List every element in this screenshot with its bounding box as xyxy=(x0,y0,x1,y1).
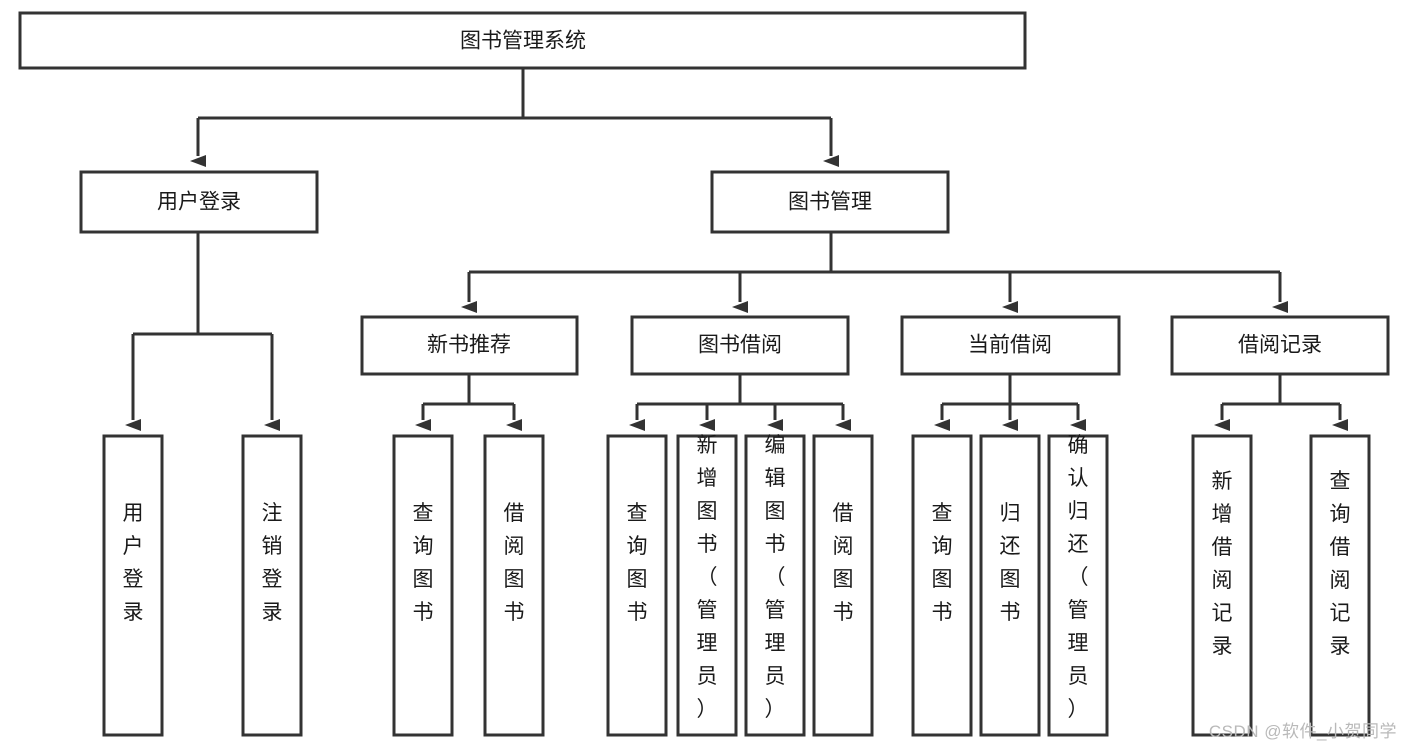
node-current-borrow[interactable]: 当前借阅 xyxy=(900,315,1121,376)
node-leaf-current-borrow-0-box[interactable] xyxy=(911,434,973,737)
node-leaf-book-borrow-1-box[interactable] xyxy=(676,434,738,737)
node-leaf-book-borrow-1[interactable]: 新增图书（管理员） xyxy=(676,434,738,737)
node-leaf-new-book-1-label: 借阅图书 xyxy=(504,502,525,624)
node-leaf-current-borrow-2[interactable]: 确认归还（管理员） xyxy=(1047,434,1109,737)
node-leaf-user-login-1-box[interactable] xyxy=(241,434,303,737)
node-leaf-book-borrow-2-label: 编辑图书（管理员） xyxy=(765,434,786,721)
node-leaf-current-borrow-1-box[interactable] xyxy=(979,434,1041,737)
node-leaf-borrow-record-1-box[interactable] xyxy=(1309,434,1371,737)
node-root-box[interactable] xyxy=(18,11,1027,70)
node-current-borrow-box[interactable] xyxy=(900,315,1121,376)
node-book-borrow-box[interactable] xyxy=(630,315,850,376)
node-leaf-current-borrow-0-label: 查询图书 xyxy=(932,502,953,624)
node-root-label: 图书管理系统 xyxy=(460,30,586,53)
node-leaf-current-borrow-2-label: 确认归还（管理员） xyxy=(1068,434,1089,721)
node-leaf-book-borrow-3-box[interactable] xyxy=(812,434,874,737)
node-leaf-user-login-0-box[interactable] xyxy=(102,434,164,737)
node-book-management-box[interactable] xyxy=(710,170,950,234)
node-leaf-book-borrow-3-label: 借阅图书 xyxy=(833,502,854,624)
node-leaf-borrow-record-0[interactable]: 新增借阅记录 xyxy=(1191,434,1253,737)
node-borrow-record-box[interactable] xyxy=(1170,315,1390,376)
node-leaf-book-borrow-2-box[interactable] xyxy=(744,434,806,737)
node-current-borrow-label: 当前借阅 xyxy=(968,334,1052,357)
node-book-management[interactable]: 图书管理 xyxy=(710,170,950,234)
edge-group-book-mgmt xyxy=(461,232,1288,313)
node-leaf-borrow-record-0-box[interactable] xyxy=(1191,434,1253,737)
node-leaf-new-book-1-box[interactable] xyxy=(483,434,545,737)
node-leaf-current-borrow-1-label: 归还图书 xyxy=(1000,502,1021,624)
node-user-login[interactable]: 用户登录 xyxy=(79,170,319,234)
node-leaf-current-borrow-2-box[interactable] xyxy=(1047,434,1109,737)
edge-group-borrow-record xyxy=(1214,374,1348,431)
node-borrow-record[interactable]: 借阅记录 xyxy=(1170,315,1390,376)
node-user-login-label: 用户登录 xyxy=(157,191,241,214)
node-leaf-user-login-1[interactable]: 注销登录 xyxy=(241,434,303,737)
node-leaf-book-borrow-3[interactable]: 借阅图书 xyxy=(812,434,874,737)
edge-group-book-borrow xyxy=(629,374,851,431)
node-new-book-recommend-label: 新书推荐 xyxy=(427,334,511,357)
node-root[interactable]: 图书管理系统 xyxy=(18,11,1027,70)
node-leaf-borrow-record-1[interactable]: 查询借阅记录 xyxy=(1309,434,1371,737)
node-leaf-borrow-record-0-label: 新增借阅记录 xyxy=(1212,470,1233,658)
node-leaf-new-book-0-box[interactable] xyxy=(392,434,454,737)
node-new-book-recommend-box[interactable] xyxy=(360,315,579,376)
node-leaf-borrow-record-1-label: 查询借阅记录 xyxy=(1330,470,1351,658)
node-user-login-box[interactable] xyxy=(79,170,319,234)
node-leaf-user-login-1-label: 注销登录 xyxy=(262,502,283,624)
node-new-book-recommend[interactable]: 新书推荐 xyxy=(360,315,579,376)
edge-group-new-book xyxy=(415,374,522,431)
node-leaf-user-login-0-label: 用户登录 xyxy=(123,502,144,624)
node-leaf-new-book-1[interactable]: 借阅图书 xyxy=(483,434,545,737)
node-leaf-book-borrow-1-label: 新增图书（管理员） xyxy=(697,434,718,721)
node-leaf-current-borrow-0[interactable]: 查询图书 xyxy=(911,434,973,737)
node-book-borrow-label: 图书借阅 xyxy=(698,334,782,357)
edge-group-user-login xyxy=(125,232,280,431)
edge-group-current-borrow xyxy=(934,374,1086,431)
edge-group-root xyxy=(190,68,839,167)
node-leaf-user-login-0[interactable]: 用户登录 xyxy=(102,434,164,737)
node-leaf-new-book-0[interactable]: 查询图书 xyxy=(392,434,454,737)
node-leaf-current-borrow-1[interactable]: 归还图书 xyxy=(979,434,1041,737)
node-leaf-book-borrow-2[interactable]: 编辑图书（管理员） xyxy=(744,434,806,737)
node-leaf-book-borrow-0-box[interactable] xyxy=(606,434,668,737)
node-borrow-record-label: 借阅记录 xyxy=(1238,334,1322,357)
node-book-borrow[interactable]: 图书借阅 xyxy=(630,315,850,376)
node-leaf-book-borrow-0[interactable]: 查询图书 xyxy=(606,434,668,737)
node-leaf-new-book-0-label: 查询图书 xyxy=(413,502,434,624)
node-book-management-label: 图书管理 xyxy=(788,191,872,214)
node-leaf-book-borrow-0-label: 查询图书 xyxy=(627,502,648,624)
